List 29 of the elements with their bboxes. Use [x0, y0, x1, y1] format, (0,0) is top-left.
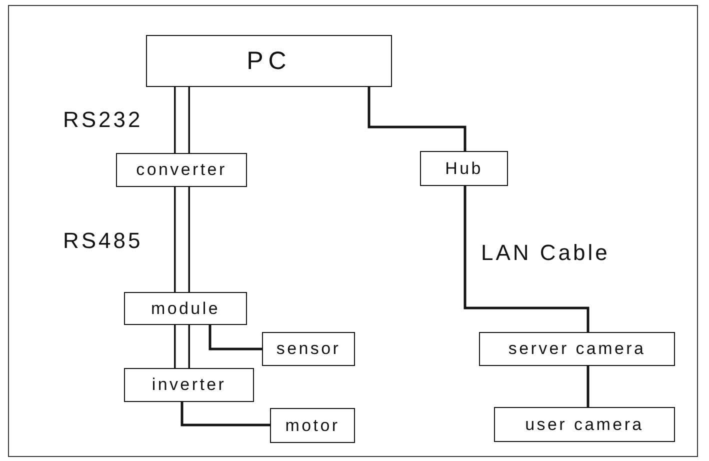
double-line-connector: [174, 187, 190, 292]
device-label: module: [151, 298, 220, 318]
device-box: [270, 408, 355, 443]
device-box: [124, 368, 254, 402]
device-box: [494, 407, 675, 442]
device-label: converter: [136, 160, 227, 180]
device-box: [420, 151, 508, 186]
device-label: Hub: [445, 158, 483, 178]
device-label: user camera: [525, 414, 644, 434]
device-label: sensor: [276, 339, 341, 359]
connector-line: [586, 366, 590, 407]
device-label: server camera: [508, 339, 646, 359]
cable-type-label: RS485: [63, 228, 143, 254]
device-box: [116, 153, 247, 187]
device-label: PC: [246, 46, 292, 76]
double-line-connector: [174, 325, 190, 368]
device-box: [262, 332, 355, 366]
connector-line: [464, 186, 590, 332]
device-label: inverter: [152, 375, 226, 395]
cable-type-label: RS232: [63, 107, 143, 133]
device-box: [479, 332, 675, 366]
connector-line: [180, 402, 270, 426]
cable-type-label: LAN Cable: [481, 240, 610, 266]
device-box: [146, 35, 392, 87]
connector-line: [208, 325, 262, 350]
double-line-connector: [174, 87, 190, 153]
device-box: [124, 292, 247, 325]
connector-line: [368, 87, 466, 151]
device-label: motor: [285, 416, 340, 436]
